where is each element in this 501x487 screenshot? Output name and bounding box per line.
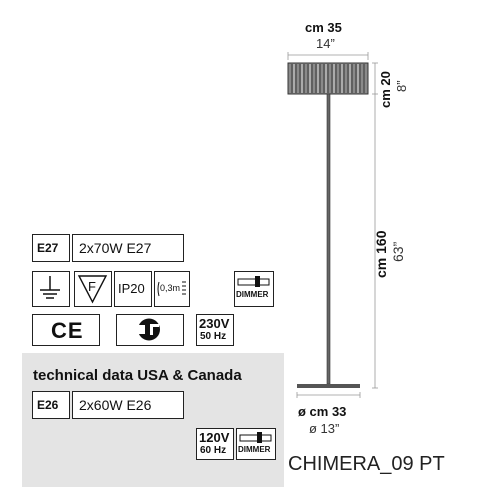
lamp-shade (287, 62, 369, 95)
certification-mark-icon (116, 314, 184, 346)
lamp-stem (326, 93, 331, 385)
usa-spec-panel (22, 353, 284, 487)
base-diameter-cm: ø cm 33 (298, 404, 347, 419)
total-height-cm: cm 160 (373, 230, 389, 278)
shade-height-cm: cm 20 (378, 71, 393, 108)
voltage-usa: 120V 60 Hz (196, 428, 234, 460)
f-mark-icon: F (74, 271, 112, 307)
lamp-base (297, 384, 360, 388)
dimension-lines (287, 52, 378, 398)
svg-text:F: F (88, 279, 96, 294)
socket-code-usa: E26 (32, 391, 70, 419)
usa-heading: technical data USA & Canada (33, 367, 242, 384)
distance-mark: 0,3m (154, 271, 190, 307)
bulb-spec-usa: 2x60W E26 (72, 391, 184, 419)
total-height-in: 63” (390, 241, 406, 262)
product-name: CHIMERA_09 PT (288, 453, 445, 475)
ce-mark: CE (32, 314, 100, 346)
dimmer-icon-usa: DIMMER (236, 428, 276, 460)
shade-height-in: 8” (394, 80, 409, 92)
shade-width-cm: cm 35 (305, 20, 342, 35)
socket-code-eu: E27 (32, 234, 70, 262)
dimmer-icon: DIMMER (234, 271, 274, 307)
voltage-eu: 230V 50 Hz (196, 314, 234, 346)
shade-width-in: 14” (316, 36, 335, 51)
ground-symbol-icon (32, 271, 70, 307)
bulb-spec-eu: 2x70W E27 (72, 234, 184, 262)
base-diameter-in: ø 13” (309, 421, 340, 436)
ip-rating: IP20 (114, 271, 152, 307)
